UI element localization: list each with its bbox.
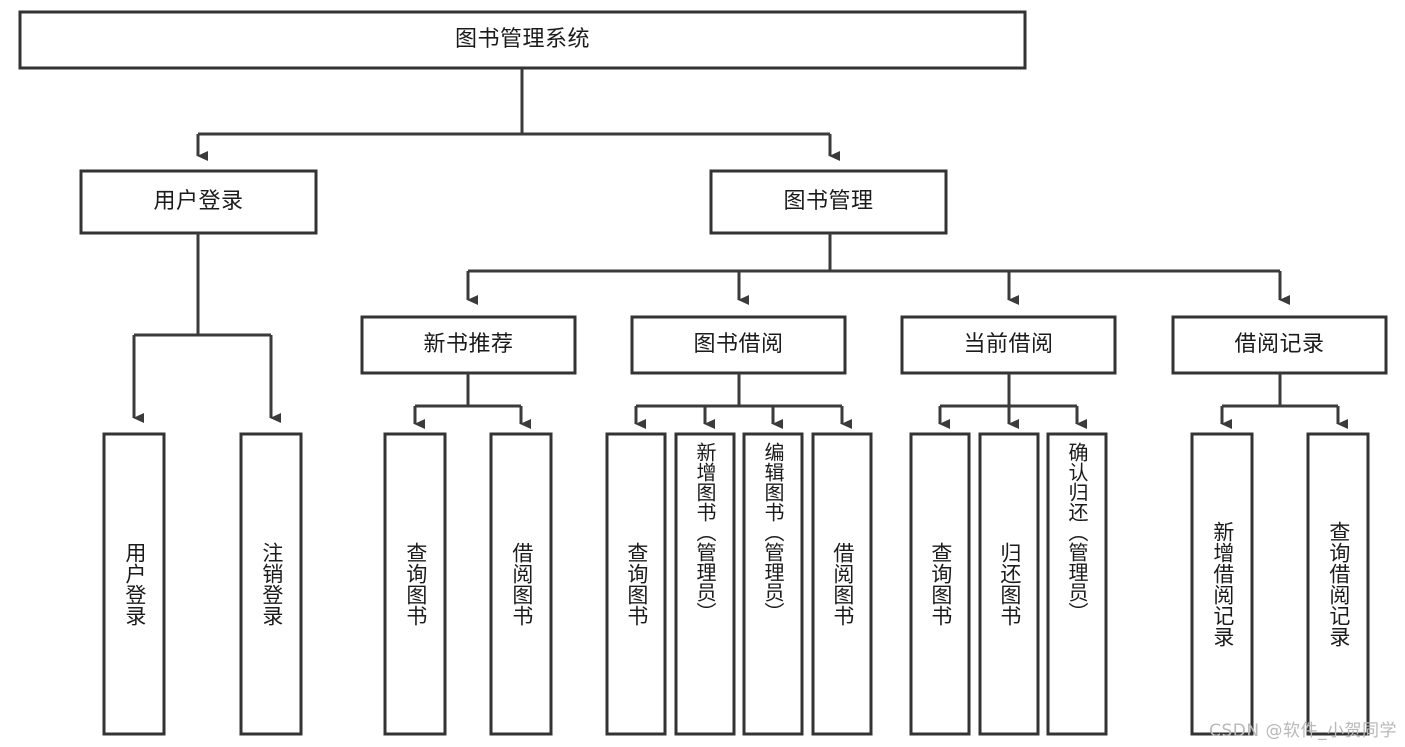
- node-box-borrow-record[interactable]: [1171, 315, 1388, 375]
- node-box-book-borrow[interactable]: [630, 315, 847, 375]
- node-box-book-manage[interactable]: [709, 169, 948, 235]
- watermark-text: CSDN @软件_小贺同学: [1209, 721, 1397, 741]
- node-box-leaf-query-book-3[interactable]: [909, 432, 971, 736]
- node-box-leaf-return-book[interactable]: [978, 432, 1040, 736]
- node-box-leaf-query-book-1[interactable]: [383, 432, 447, 736]
- node-box-leaf-confirm-return[interactable]: [1046, 432, 1108, 736]
- node-box-new-book-recommend[interactable]: [360, 315, 577, 375]
- node-box-current-borrow[interactable]: [900, 315, 1117, 375]
- node-box-leaf-query-record[interactable]: [1306, 432, 1370, 736]
- node-box-leaf-borrow-book-1[interactable]: [489, 432, 553, 736]
- node-box-leaf-user-login[interactable]: [102, 432, 166, 736]
- node-box-leaf-add-record[interactable]: [1190, 432, 1254, 736]
- node-box-user-login[interactable]: [79, 169, 318, 235]
- node-box-leaf-query-book-2[interactable]: [605, 432, 667, 736]
- node-box-root[interactable]: [18, 10, 1027, 70]
- node-box-leaf-borrow-book-2[interactable]: [811, 432, 873, 736]
- node-box-leaf-user-logout[interactable]: [239, 432, 303, 736]
- node-box-leaf-edit-book[interactable]: [742, 432, 804, 736]
- node-box-leaf-add-book[interactable]: [674, 432, 736, 736]
